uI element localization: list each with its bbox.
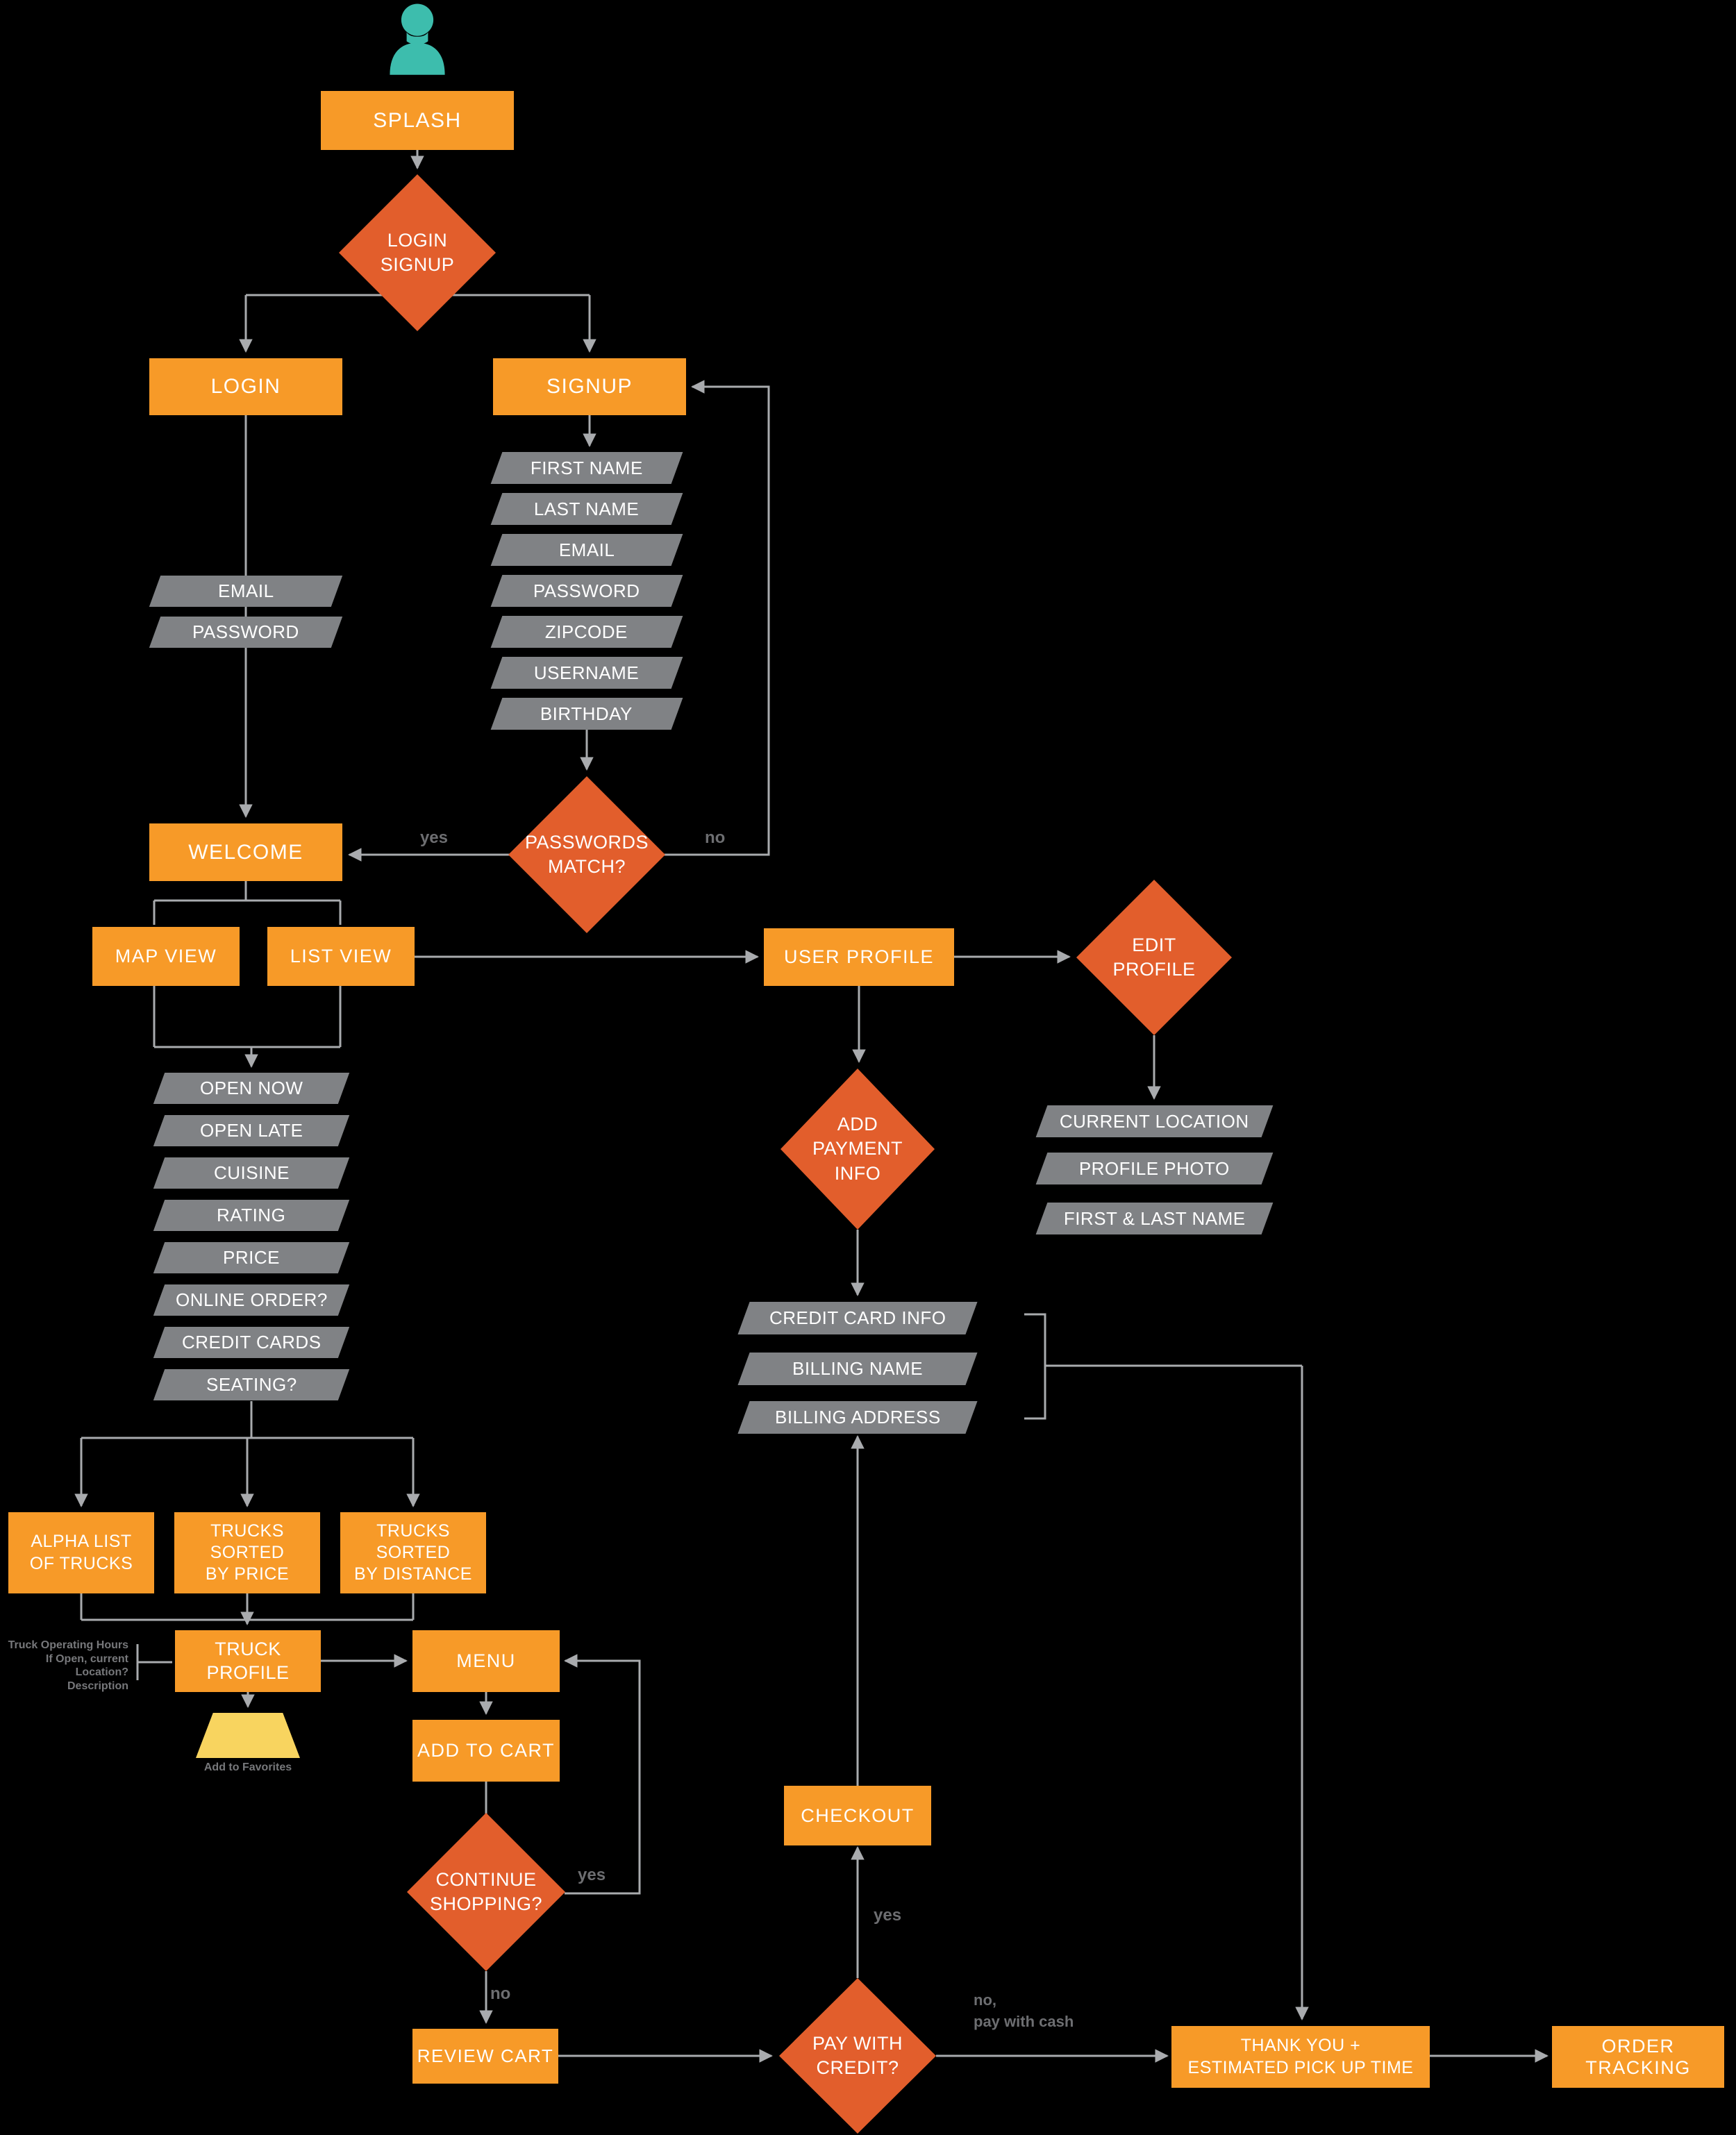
input-label: OPEN NOW	[199, 1078, 303, 1098]
add-to-favorites-label: Add to Favorites	[203, 1761, 292, 1773]
node-signup: SIGNUP	[493, 358, 686, 415]
input-label: OPEN LATE	[199, 1120, 303, 1141]
input-login-password: PASSWORD	[149, 617, 343, 648]
node-checkout: CHECKOUT	[784, 1786, 931, 1845]
input-signup-password: PASSWORD	[490, 575, 683, 607]
input-signup-first-name: FIRST NAME	[490, 452, 683, 484]
input-filter-open-now: OPEN NOW	[153, 1073, 350, 1104]
input-signup-email: EMAIL	[490, 534, 683, 566]
node-add-to-cart: ADD TO CART	[412, 1720, 560, 1782]
truck-profile-note: Truck Operating Hours If Open, current L…	[8, 1639, 128, 1692]
input-label: BIRTHDAY	[540, 703, 633, 724]
node-truck-profile: TRUCK PROFILE	[175, 1630, 321, 1692]
add-to-favorites-shape	[196, 1713, 300, 1758]
node-order-tracking: ORDER TRACKING	[1552, 2026, 1724, 2088]
edge-label-pay-no-cash: no, pay with cash	[974, 1991, 1074, 2030]
person-icon	[390, 3, 445, 75]
node-map-view: MAP VIEW	[92, 927, 240, 986]
node-alpha-list-of-trucks: ALPHA LIST OF TRUCKS	[8, 1512, 154, 1593]
input-label: BILLING ADDRESS	[774, 1407, 941, 1427]
input-filter-price: PRICE	[153, 1242, 350, 1273]
node-review-cart: REVIEW CART	[412, 2029, 558, 2084]
input-login-email: EMAIL	[149, 576, 343, 607]
input-label: EMAIL	[217, 580, 274, 601]
input-current-location: CURRENT LOCATION	[1035, 1105, 1274, 1137]
edge-label-pay-yes: yes	[874, 1906, 902, 1925]
edge-label-continue-yes: yes	[578, 1866, 606, 1884]
input-signup-zipcode: ZIPCODE	[490, 616, 683, 648]
input-filter-online-order: ONLINE ORDER?	[153, 1284, 350, 1316]
input-label: ONLINE ORDER?	[175, 1289, 328, 1310]
node-trucks-sorted-by-price: TRUCKS SORTED BY PRICE	[174, 1512, 320, 1593]
input-label: LAST NAME	[534, 498, 640, 519]
input-label: PASSWORD	[533, 580, 640, 601]
node-thank-you-estimated-pick-up-time: THANK YOU + ESTIMATED PICK UP TIME	[1171, 2026, 1430, 2088]
input-label: PASSWORD	[192, 621, 299, 642]
input-signup-last-name: LAST NAME	[490, 493, 683, 525]
input-signup-username: USERNAME	[490, 657, 683, 689]
input-credit-card-info: CREDIT CARD INFO	[737, 1302, 978, 1334]
input-label: SEATING?	[206, 1374, 297, 1395]
input-label: PRICE	[223, 1247, 280, 1268]
input-billing-name: BILLING NAME	[737, 1353, 978, 1385]
input-profile-photo: PROFILE PHOTO	[1035, 1153, 1274, 1184]
edge-label-passwords-yes: yes	[419, 828, 448, 847]
input-label: PROFILE PHOTO	[1079, 1157, 1230, 1179]
input-label: ZIPCODE	[545, 621, 628, 642]
node-splash: SPLASH	[321, 91, 514, 150]
input-filter-credit-cards: CREDIT CARDS	[153, 1327, 350, 1358]
node-welcome: WELCOME	[149, 823, 342, 881]
input-label: FIRST & LAST NAME	[1063, 1207, 1246, 1229]
node-user-profile: USER PROFILE	[764, 928, 954, 986]
input-label: CUISINE	[213, 1162, 290, 1183]
input-label: EMAIL	[558, 539, 615, 560]
node-login: LOGIN	[149, 358, 342, 415]
input-label: BILLING NAME	[792, 1358, 924, 1379]
input-billing-address: BILLING ADDRESS	[737, 1401, 978, 1434]
input-label: RATING	[217, 1205, 286, 1225]
input-label: CREDIT CARDS	[181, 1332, 322, 1353]
input-label: FIRST NAME	[531, 457, 643, 478]
input-label: CREDIT CARD INFO	[769, 1307, 946, 1328]
input-signup-birthday: BIRTHDAY	[490, 698, 683, 730]
input-filter-cuisine: CUISINE	[153, 1157, 350, 1189]
node-list-view: LIST VIEW	[267, 927, 415, 986]
node-menu: MENU	[412, 1630, 560, 1692]
input-filter-rating: RATING	[153, 1200, 350, 1231]
edge-label-continue-no: no	[490, 1984, 511, 2003]
input-label: USERNAME	[534, 662, 640, 683]
input-filter-seating: SEATING?	[153, 1369, 350, 1400]
edge-label-passwords-no: no	[705, 828, 726, 847]
input-label: CURRENT LOCATION	[1060, 1110, 1249, 1132]
input-filter-open-late: OPEN LATE	[153, 1115, 350, 1146]
node-trucks-sorted-by-distance: TRUCKS SORTED BY DISTANCE	[340, 1512, 486, 1593]
input-first-last-name: FIRST & LAST NAME	[1035, 1203, 1274, 1234]
